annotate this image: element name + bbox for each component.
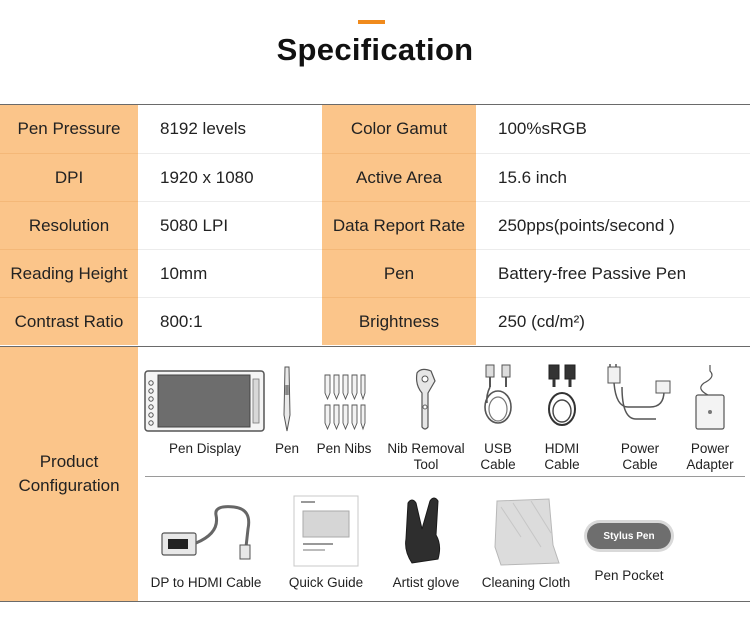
config-label-line: Product xyxy=(39,452,99,471)
config-label-line: Configuration xyxy=(18,476,120,495)
spec-label: Pen Pressure xyxy=(0,105,138,153)
item-label: Pen Nibs xyxy=(316,441,372,456)
pen-icon xyxy=(283,366,291,432)
item-power-cable: Power Cable xyxy=(604,363,676,473)
cleaning-cloth-icon xyxy=(494,498,560,566)
config-label: Product Configuration xyxy=(0,347,138,601)
spec-label: Reading Height xyxy=(0,249,138,297)
hdmi-cable-icon xyxy=(548,364,576,426)
pen-display-icon xyxy=(144,370,265,432)
item-pen-display: Pen Display xyxy=(143,369,267,457)
item-label: Power Cable xyxy=(621,441,659,473)
pen-nibs-icon xyxy=(324,374,366,431)
dp-to-hdmi-cable-icon xyxy=(161,505,251,560)
config-divider xyxy=(145,476,745,477)
spec-row: Resolution 5080 LPI Data Report Rate 250… xyxy=(0,201,750,249)
spec-label: Resolution xyxy=(0,201,138,249)
spec-label: Color Gamut xyxy=(322,105,476,153)
spec-label: Active Area xyxy=(322,153,476,201)
item-artist-glove: Artist glove xyxy=(386,495,466,591)
item-label: Pen Display xyxy=(168,441,242,456)
item-label-line: Adapter xyxy=(686,457,734,472)
item-label: Cleaning Cloth xyxy=(481,575,571,590)
usb-cable-icon xyxy=(484,364,512,424)
item-pen: Pen xyxy=(270,365,304,457)
item-label-line: Power xyxy=(690,441,730,456)
item-label: DP to HDMI Cable xyxy=(150,575,262,590)
item-label: USB Cable xyxy=(480,441,515,473)
spec-row: Reading Height 10mm Pen Battery-free Pas… xyxy=(0,249,750,297)
spec-value: 250 (cd/m²) xyxy=(476,298,750,345)
item-label-line: Nib Removal xyxy=(387,441,465,456)
item-hdmi-cable: HDMI Cable xyxy=(536,363,588,473)
spec-table: Pen Pressure 8192 levels Color Gamut 100… xyxy=(0,104,750,345)
spec-value: 250pps(points/second ) xyxy=(476,202,750,249)
power-cable-icon xyxy=(607,364,671,420)
item-power-adapter: Power Adapter xyxy=(682,363,738,473)
nib-removal-tool-icon xyxy=(415,368,436,430)
spec-row: DPI 1920 x 1080 Active Area 15.6 inch xyxy=(0,153,750,201)
spec-value: 15.6 inch xyxy=(476,154,750,201)
product-configuration: Product Configuration Pen Display Pen xyxy=(0,346,750,602)
spec-value: 100%sRGB xyxy=(476,105,750,153)
item-dp-to-hdmi-cable: DP to HDMI Cable xyxy=(146,503,266,591)
item-label-line: Cable xyxy=(480,457,516,472)
item-quick-guide: Quick Guide xyxy=(284,495,368,591)
item-label-line: Cable xyxy=(622,457,658,472)
item-label: Pen Pocket xyxy=(594,568,664,583)
spec-value: Battery-free Passive Pen xyxy=(476,250,750,297)
spec-label: Contrast Ratio xyxy=(0,297,138,345)
spec-row: Contrast Ratio 800:1 Brightness 250 (cd/… xyxy=(0,297,750,345)
pen-pocket-icon: Stylus Pen xyxy=(587,523,671,549)
item-label: Nib Removal Tool xyxy=(387,441,464,473)
item-nib-removal-tool: Nib Removal Tool xyxy=(384,367,468,473)
item-label-line: USB xyxy=(484,441,512,456)
title-accent-bar xyxy=(358,20,385,24)
item-usb-cable: USB Cable xyxy=(474,363,522,473)
spec-value: 800:1 xyxy=(138,298,322,345)
spec-value: 5080 LPI xyxy=(138,202,322,249)
item-cleaning-cloth: Cleaning Cloth xyxy=(474,497,578,591)
spec-value: 8192 levels xyxy=(138,105,322,153)
power-adapter-icon xyxy=(695,365,725,430)
item-pen-pocket: Stylus Pen Pen Pocket xyxy=(586,523,672,584)
artist-glove-icon xyxy=(405,497,441,564)
spec-label: Brightness xyxy=(322,297,476,345)
item-label: Artist glove xyxy=(392,575,460,590)
spec-label: Pen xyxy=(322,249,476,297)
item-label: HDMI Cable xyxy=(544,441,579,473)
item-label: Power Adapter xyxy=(686,441,733,473)
spec-label: Data Report Rate xyxy=(322,201,476,249)
item-label-line: HDMI xyxy=(544,441,580,456)
item-label-line: Tool xyxy=(413,457,439,472)
item-label-line: Power xyxy=(620,441,660,456)
item-label: Quick Guide xyxy=(288,575,364,590)
item-label-line: Cable xyxy=(544,457,580,472)
spec-row: Pen Pressure 8192 levels Color Gamut 100… xyxy=(0,105,750,153)
spec-label: DPI xyxy=(0,153,138,201)
spec-value: 10mm xyxy=(138,250,322,297)
quick-guide-icon xyxy=(293,495,359,567)
page-title: Specification xyxy=(276,32,474,67)
item-pen-nibs: Pen Nibs xyxy=(312,373,376,457)
item-label: Pen xyxy=(274,441,300,456)
spec-value: 1920 x 1080 xyxy=(138,154,322,201)
